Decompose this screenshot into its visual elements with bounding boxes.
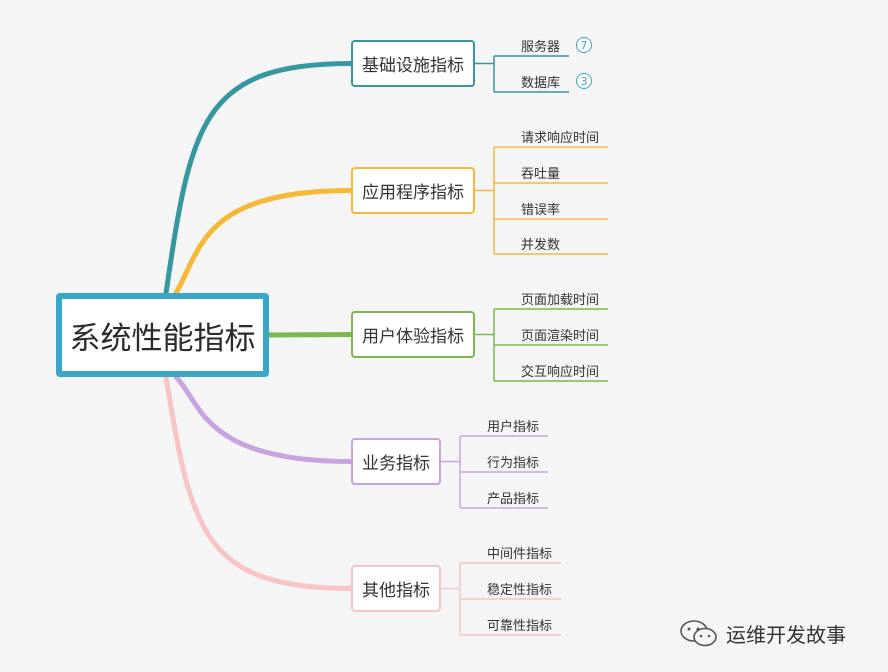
leaf-label[interactable]: 服务器 xyxy=(521,40,561,55)
leaf-label[interactable]: 稳定性指标 xyxy=(487,583,553,598)
leaf-label[interactable]: 中间件指标 xyxy=(487,547,553,562)
branch-label: 基础设施指标 xyxy=(362,56,464,76)
watermark-label: 运维开发故事 xyxy=(726,622,846,647)
leaf-label[interactable]: 交互响应时间 xyxy=(521,365,600,380)
branch-node[interactable]: 其他指标 xyxy=(351,565,441,612)
branch-connector xyxy=(163,374,354,591)
branch-connector xyxy=(266,332,354,338)
leaf-label[interactable]: 页面加载时间 xyxy=(521,293,600,308)
branch-node[interactable]: 基础设施指标 xyxy=(351,40,475,87)
branch-connector xyxy=(163,61,354,296)
branch-node[interactable]: 业务指标 xyxy=(351,438,441,485)
branch-label: 其他指标 xyxy=(362,581,430,601)
leaf-label[interactable]: 可靠性指标 xyxy=(487,619,553,634)
leaf-label[interactable]: 数据库 xyxy=(521,76,561,91)
branch-connector xyxy=(173,374,354,464)
leaf-label[interactable]: 页面渲染时间 xyxy=(521,329,600,344)
branch-connector xyxy=(173,188,354,296)
branch-label: 用户体验指标 xyxy=(362,327,464,347)
branch-node[interactable]: 应用程序指标 xyxy=(351,167,475,214)
leaf-label[interactable]: 错误率 xyxy=(521,203,561,218)
count-badge[interactable]: 3 xyxy=(576,73,592,89)
branch-node[interactable]: 用户体验指标 xyxy=(351,311,475,358)
leaf-label[interactable]: 行为指标 xyxy=(487,456,540,471)
leaf-label[interactable]: 吞吐量 xyxy=(521,167,561,182)
leaf-label[interactable]: 产品指标 xyxy=(487,492,540,507)
root-label: 系统性能指标 xyxy=(69,320,256,357)
leaf-label[interactable]: 请求响应时间 xyxy=(521,131,600,146)
leaf-label[interactable]: 并发数 xyxy=(521,238,561,253)
wechat-icon xyxy=(680,620,717,647)
root-node[interactable]: 系统性能指标 xyxy=(56,293,269,377)
leaf-label[interactable]: 用户指标 xyxy=(487,420,540,435)
watermark: 运维开发故事 xyxy=(678,618,846,648)
branch-label: 业务指标 xyxy=(362,454,430,474)
count-badge[interactable]: 7 xyxy=(576,37,592,53)
branch-label: 应用程序指标 xyxy=(362,183,464,203)
